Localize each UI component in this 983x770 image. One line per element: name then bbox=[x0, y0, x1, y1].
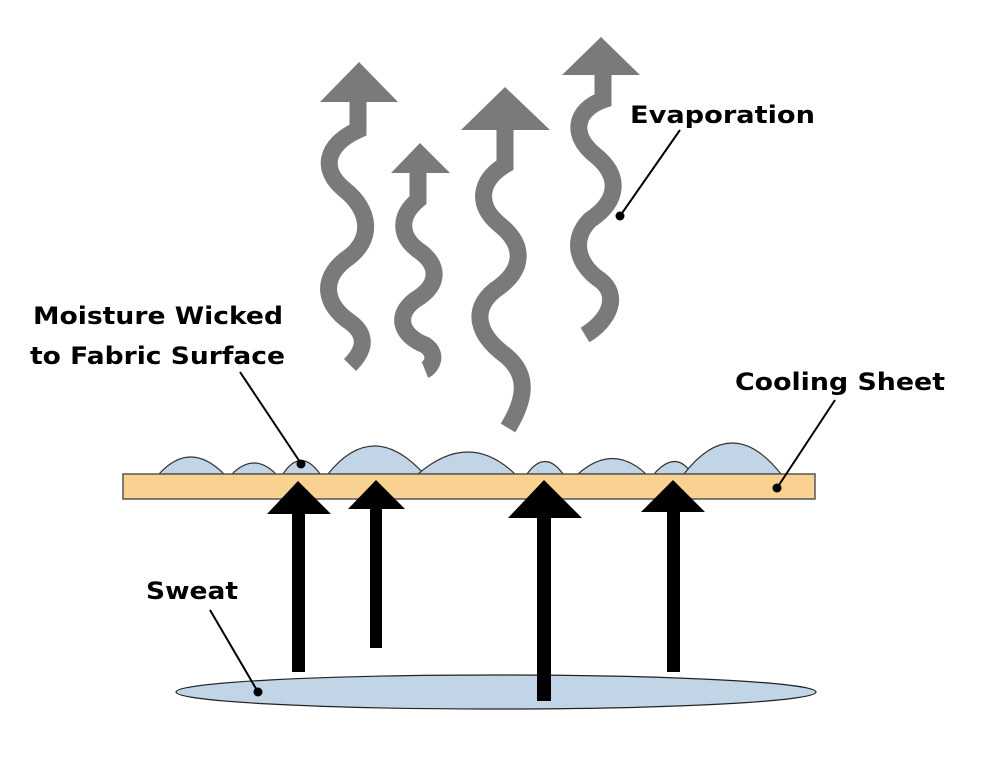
droplet bbox=[157, 456, 226, 475]
sweat-arrow bbox=[508, 480, 582, 701]
vapor-arrow bbox=[320, 62, 398, 372]
leader-dots bbox=[253, 211, 782, 697]
droplet bbox=[525, 460, 565, 475]
sweat-arrows bbox=[267, 480, 705, 701]
evaporation-label: Evaporation bbox=[630, 101, 815, 129]
droplet bbox=[576, 457, 648, 475]
moisture-label-line2: to Fabric Surface bbox=[30, 342, 285, 370]
sweat-dot bbox=[253, 687, 263, 697]
evaporation-leader bbox=[619, 129, 681, 217]
cooling-sheet bbox=[122, 473, 816, 500]
moisture-leader bbox=[239, 371, 301, 463]
cooling-sheet-dot bbox=[772, 483, 782, 493]
vapor-arrow bbox=[461, 87, 550, 433]
droplets bbox=[157, 442, 783, 475]
moisture-label-line1: Moisture Wicked bbox=[33, 302, 283, 330]
sweat-arrow bbox=[267, 481, 331, 672]
droplet bbox=[230, 462, 278, 475]
evaporation-dot bbox=[615, 211, 625, 221]
vapor-arrow bbox=[391, 143, 450, 378]
droplet bbox=[416, 451, 517, 475]
sweat-pool bbox=[175, 674, 817, 710]
sweat-leader bbox=[209, 609, 259, 693]
droplet bbox=[682, 442, 783, 475]
droplet bbox=[326, 445, 426, 475]
evaporation-arrows bbox=[320, 37, 640, 433]
vapor-arrow bbox=[562, 37, 640, 343]
sweat-label: Sweat bbox=[146, 577, 238, 605]
leader-lines bbox=[209, 129, 836, 693]
sweat-arrow bbox=[641, 480, 705, 672]
cooling-sheet-leader bbox=[776, 399, 836, 489]
cooling-sheet-label: Cooling Sheet bbox=[735, 368, 945, 396]
sweat-arrow bbox=[348, 480, 405, 648]
moisture-dot bbox=[296, 459, 306, 469]
